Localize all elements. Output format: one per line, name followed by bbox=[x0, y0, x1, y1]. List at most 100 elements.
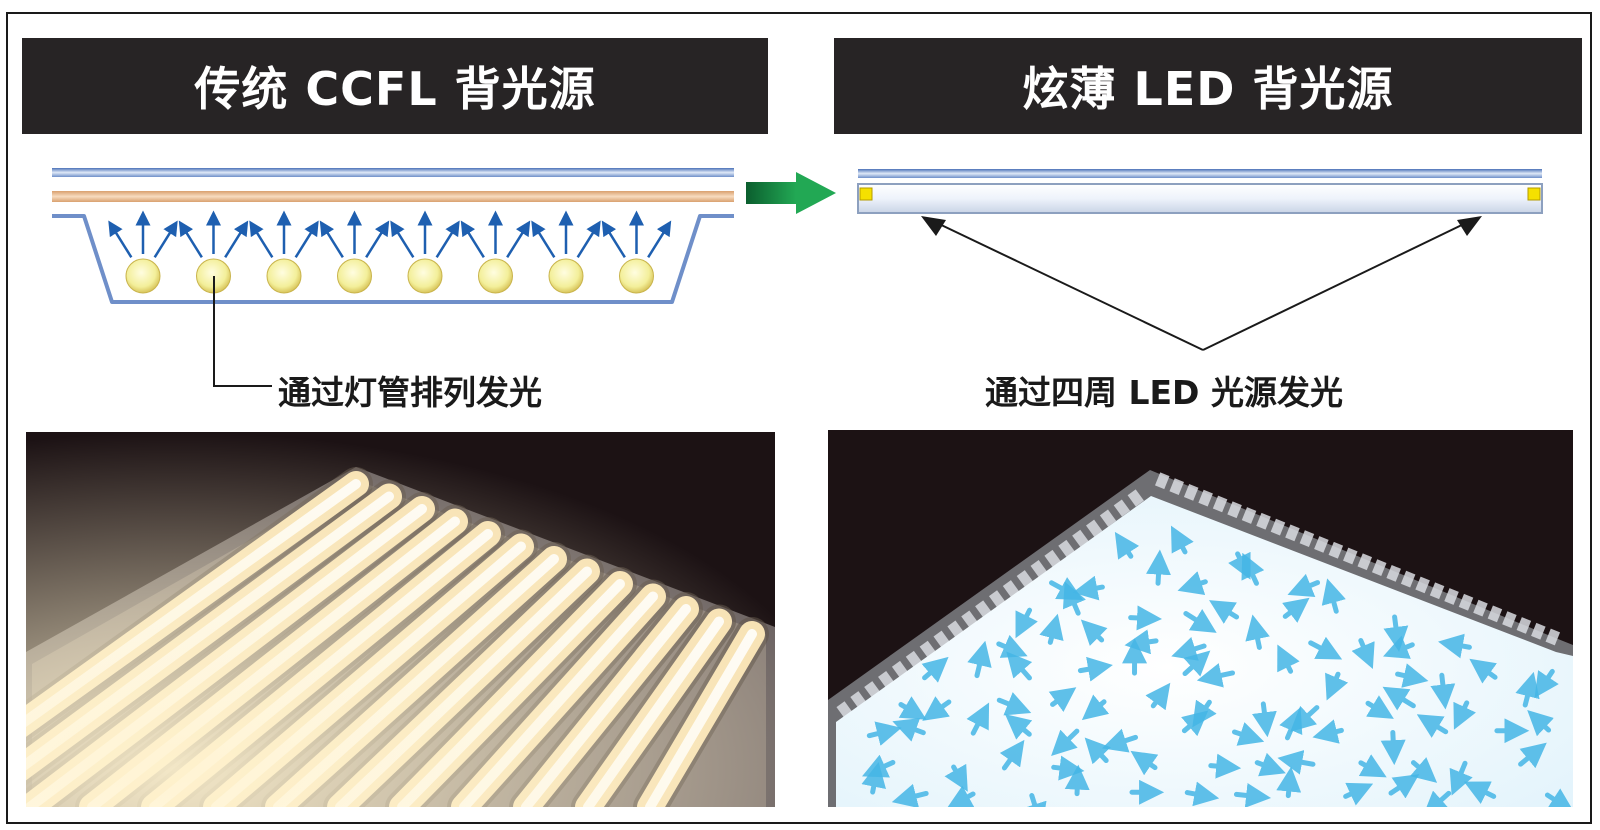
led-flow-arrow bbox=[1277, 644, 1300, 674]
led-flow-arrow bbox=[1064, 764, 1090, 797]
led-flow-arrow bbox=[921, 656, 949, 683]
ccfl-light-ray bbox=[460, 220, 485, 259]
led-flow-arrow bbox=[1182, 650, 1211, 677]
led-callout-lines bbox=[921, 216, 1482, 351]
led-flow-arrow bbox=[861, 762, 886, 795]
led-flow-arrow bbox=[1527, 710, 1554, 737]
ccfl-light-ray bbox=[224, 220, 249, 259]
led-flow-arrow bbox=[1015, 607, 1038, 639]
led-flow-arrow bbox=[1233, 782, 1272, 807]
led-flow-arrow bbox=[1277, 750, 1316, 775]
ccfl-light-ray bbox=[294, 220, 319, 259]
led-flow-arrow bbox=[1146, 549, 1171, 586]
led-flow-arrow bbox=[1170, 525, 1194, 555]
led-title: 炫薄 LED 背光源 bbox=[1022, 62, 1394, 116]
led-backlight-photo bbox=[828, 430, 1573, 807]
led-flow-arrow bbox=[1351, 638, 1375, 670]
led-flow-arrow bbox=[1039, 613, 1064, 645]
led-flow-arrow bbox=[996, 634, 1028, 658]
led-light-guide-plate bbox=[857, 183, 1543, 214]
ccfl-light-ray bbox=[435, 220, 460, 259]
led-flow-arrow bbox=[1084, 737, 1111, 765]
ccfl-lamp bbox=[407, 258, 443, 294]
led-flow-arrow bbox=[1382, 686, 1416, 711]
led-flow-arrow bbox=[1004, 714, 1033, 740]
ccfl-lamp bbox=[478, 258, 513, 294]
led-flow-arrow bbox=[1209, 600, 1240, 624]
led-flow-arrow bbox=[1181, 710, 1209, 737]
led-flow-arrow bbox=[1251, 701, 1277, 738]
led-flow-arrow bbox=[1241, 552, 1265, 586]
led-flow-arrow bbox=[1245, 614, 1270, 650]
led-flow-arrow bbox=[1124, 629, 1159, 655]
led-flow-arrow bbox=[1422, 790, 1452, 807]
led-flow-arrow bbox=[1101, 728, 1139, 753]
led-flow-arrow bbox=[1308, 636, 1343, 660]
led-flow-arrow bbox=[1048, 687, 1077, 713]
led-flow-arrow bbox=[1208, 753, 1242, 779]
led-flow-arrow bbox=[1282, 597, 1310, 623]
led-flow-arrow bbox=[1312, 719, 1344, 744]
led-flow-arrow bbox=[1383, 614, 1409, 652]
ccfl-light-rays bbox=[108, 210, 672, 259]
led-flow-arrow bbox=[1544, 788, 1573, 807]
ccfl-light-ray bbox=[249, 220, 274, 259]
ccfl-caption: 通过灯管排列发光 bbox=[278, 373, 542, 412]
led-flow-arrow bbox=[996, 692, 1032, 716]
led-flow-arrow bbox=[892, 718, 926, 742]
led-flow-arrow bbox=[1388, 774, 1420, 799]
led-flow-arrow bbox=[1196, 663, 1236, 688]
led-title-banner: 炫薄 LED 背光源 bbox=[834, 38, 1582, 134]
led-flow-arrow bbox=[1365, 695, 1394, 719]
led-flow-arrow bbox=[1409, 757, 1438, 783]
led-flow-arrow bbox=[898, 696, 927, 720]
ccfl-diffuser-sheet bbox=[52, 191, 734, 202]
led-caption: 通过四周 LED 光源发光 bbox=[985, 373, 1343, 412]
led-flow-arrow bbox=[1276, 766, 1302, 799]
ccfl-lamp bbox=[266, 258, 302, 294]
led-flow-arrow bbox=[1279, 707, 1303, 741]
led-flow-arrow bbox=[1430, 672, 1456, 710]
led-flow-arrow bbox=[1395, 663, 1429, 688]
led-flow-arrow bbox=[966, 702, 990, 736]
led-flow-arrow bbox=[1449, 760, 1473, 796]
led-flow-arrow bbox=[1518, 742, 1547, 769]
led-flow-arrow bbox=[1128, 605, 1163, 631]
ccfl-light-ray bbox=[531, 220, 556, 259]
led-flow-arrow bbox=[1080, 619, 1108, 646]
ccfl-light-ray bbox=[365, 220, 390, 259]
led-flow-arrow bbox=[1145, 682, 1171, 711]
led-flow-arrow bbox=[1051, 728, 1080, 757]
led-source-right bbox=[1527, 187, 1541, 201]
ccfl-light-ray bbox=[153, 220, 178, 259]
led-flow-arrow bbox=[1254, 752, 1286, 777]
led-flow-arrow bbox=[1130, 750, 1159, 776]
led-flow-arrow bbox=[1077, 656, 1113, 682]
led-flow-arrow bbox=[1287, 573, 1321, 597]
ccfl-light-ray bbox=[390, 220, 415, 259]
ccfl-lamp bbox=[619, 258, 654, 294]
led-light-flow-arrows bbox=[861, 525, 1573, 807]
ccfl-backlight-photo bbox=[26, 432, 775, 807]
ccfl-title-banner: 传统 CCFL 背光源 bbox=[22, 38, 768, 134]
led-flow-arrow bbox=[922, 696, 952, 721]
led-edge-strip bbox=[836, 472, 1561, 719]
led-flow-arrow bbox=[1006, 651, 1033, 681]
ccfl-light-ray bbox=[601, 220, 626, 259]
led-flow-arrow bbox=[1469, 658, 1498, 684]
led-flow-arrow bbox=[891, 783, 929, 807]
ccfl-lamp bbox=[337, 258, 372, 294]
led-flow-arrow bbox=[944, 763, 968, 792]
transition-arrow bbox=[746, 172, 836, 214]
led-flow-arrow bbox=[1321, 578, 1346, 614]
led-flow-arrow bbox=[1416, 714, 1449, 738]
ccfl-lamp bbox=[125, 258, 161, 294]
led-flow-arrow bbox=[967, 640, 992, 679]
ccfl-light-ray bbox=[506, 220, 531, 259]
led-flow-arrow bbox=[1325, 671, 1349, 701]
ccfl-callout-line bbox=[213, 276, 272, 387]
led-flow-arrow bbox=[1438, 633, 1472, 659]
led-flow-arrow bbox=[1072, 575, 1105, 601]
led-flow-arrow bbox=[1184, 781, 1220, 807]
led-flow-arrow bbox=[1534, 668, 1559, 698]
